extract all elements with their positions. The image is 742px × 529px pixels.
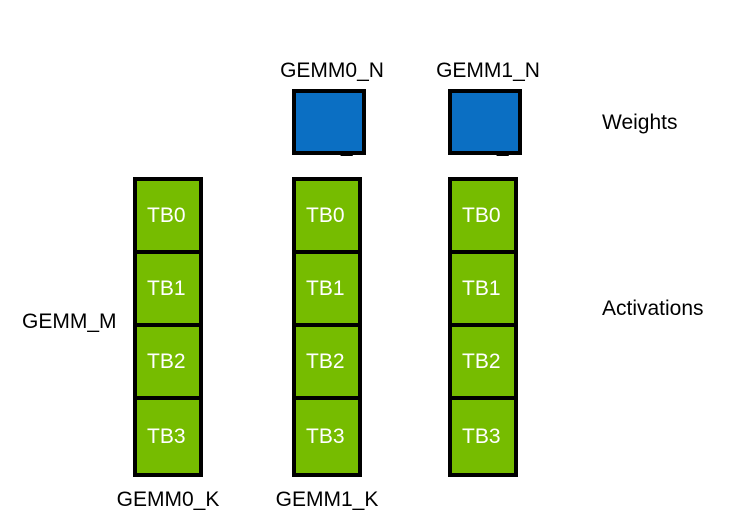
thread-block-cell: TB3 <box>452 400 514 473</box>
activation-column-1: TB0 TB1 TB2 TB3 <box>292 177 362 477</box>
thread-block-cell: TB3 <box>296 400 358 473</box>
gemm1-n-label-line1: GEMM1_N <box>436 59 540 82</box>
activation-column-2: TB0 TB1 TB2 TB3 <box>448 177 518 477</box>
gemm0-n-label-line1: GEMM0_N <box>280 59 384 82</box>
gemm-m-label: GEMM_M <box>22 310 117 333</box>
thread-block-cell: TB0 <box>452 181 514 254</box>
thread-block-cell: TB1 <box>452 254 514 327</box>
gemm0-k-label: GEMM0_K <box>116 488 220 511</box>
weight-block-1 <box>448 89 522 155</box>
thread-block-cell: TB2 <box>296 327 358 400</box>
thread-block-cell: TB0 <box>296 181 358 254</box>
thread-block-cell: TB3 <box>137 400 199 473</box>
weights-label: Weights <box>602 111 678 134</box>
weight-block-0 <box>292 89 366 155</box>
thread-block-cell: TB0 <box>137 181 199 254</box>
thread-block-cell: TB1 <box>296 254 358 327</box>
thread-block-cell: TB2 <box>452 327 514 400</box>
thread-block-cell: TB2 <box>137 327 199 400</box>
gemm1-k-label: GEMM1_K <box>275 488 379 511</box>
activation-column-0: TB0 TB1 TB2 TB3 <box>133 177 203 477</box>
thread-block-cell: TB1 <box>137 254 199 327</box>
activations-label: Activations <box>602 297 704 320</box>
